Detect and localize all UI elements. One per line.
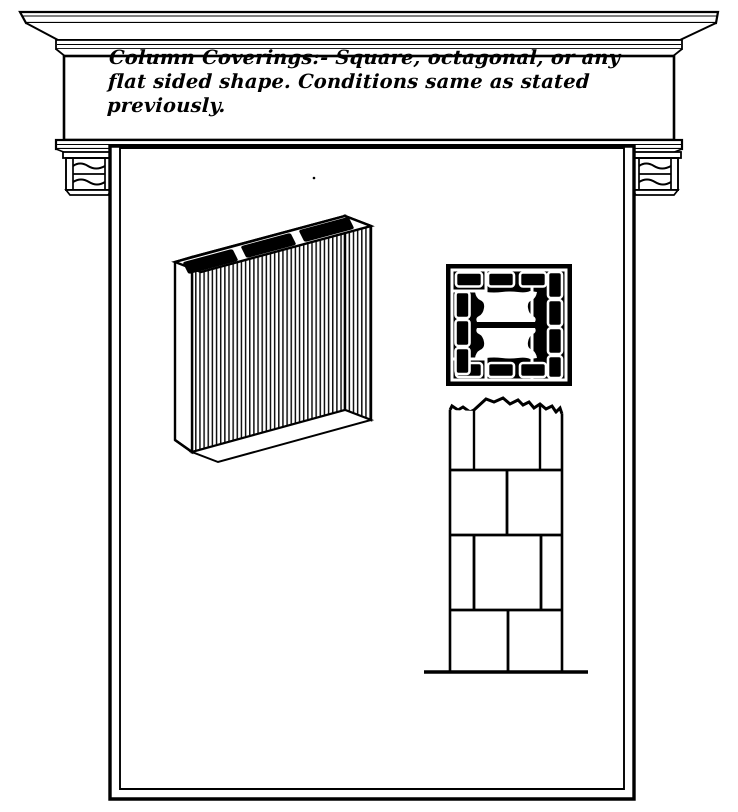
column-covering-plan-section <box>446 264 572 386</box>
ink-speck <box>312 176 316 180</box>
plate-caption: Column Coverings:- Square, octagonal, or… <box>106 46 621 117</box>
corbel-bracket-right <box>628 151 682 196</box>
plan-core-column <box>475 291 537 359</box>
column-covering-elevation <box>424 396 588 674</box>
plan-tile-left <box>454 290 471 376</box>
isometric-hollow-tile-block <box>171 214 375 464</box>
plan-tile-right <box>546 270 564 380</box>
corbel-bracket-left <box>62 151 116 196</box>
frieze-panel <box>62 54 676 142</box>
tile-core-cells <box>183 217 354 274</box>
plan-tile-top <box>454 271 548 288</box>
